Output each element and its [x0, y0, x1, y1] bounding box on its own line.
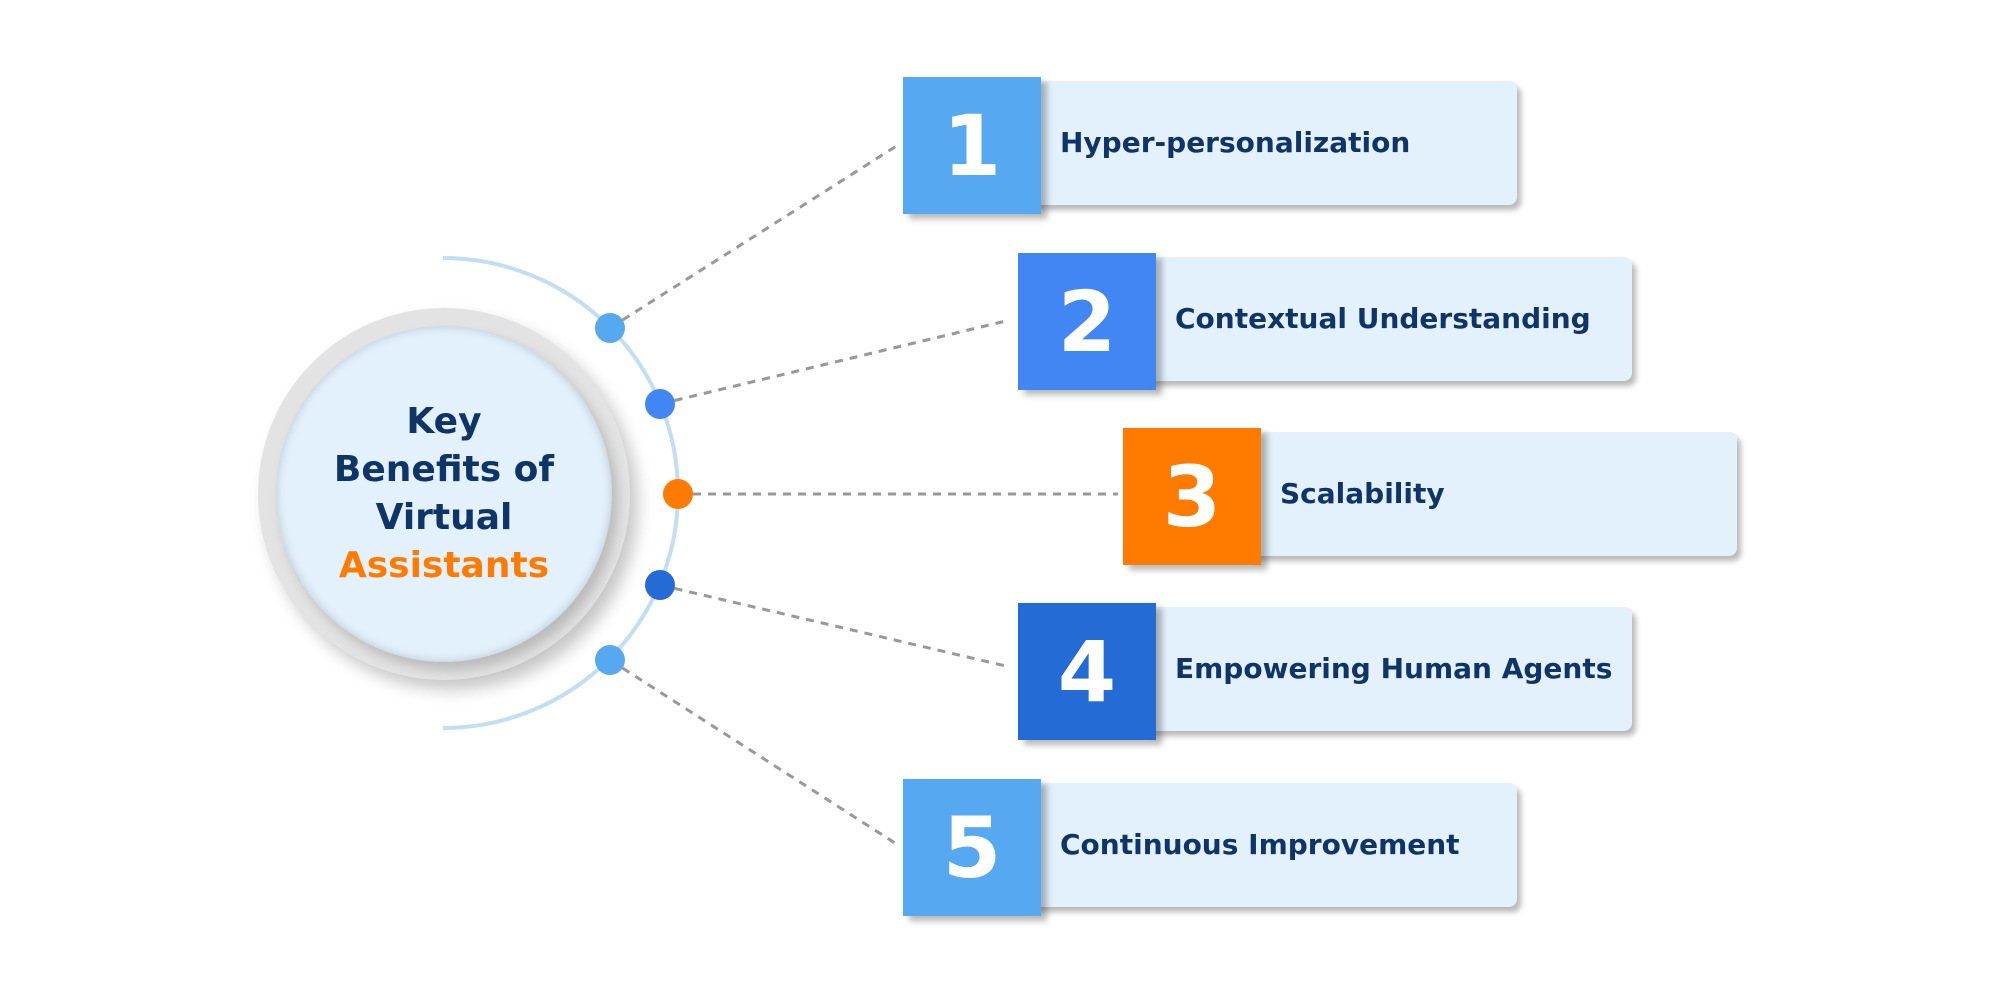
node-dot-3 [663, 479, 693, 509]
hub-title-accent: Assistants [338, 545, 550, 586]
number-badge-5: 5 [903, 779, 1041, 916]
hub-title-line-2: Benefits of [333, 449, 555, 490]
node-dot-2 [645, 389, 675, 419]
number-5: 5 [942, 798, 1002, 897]
hub-circle: Key Benefits of Virtual Assistants [276, 326, 612, 662]
hub-title-line-3: Virtual [375, 497, 513, 538]
number-1: 1 [942, 96, 1002, 195]
benefit-panel-4: Empowering Human Agents [1144, 607, 1632, 731]
node-dot-5 [595, 645, 625, 675]
connector-line-2 [659, 318, 1011, 406]
number-3: 3 [1162, 447, 1222, 546]
benefit-label-1: Hyper-personalization [1060, 126, 1411, 159]
benefit-panel-1: Hyper-personalization [1029, 81, 1517, 205]
node-dot-1 [595, 313, 625, 343]
benefit-panel-2: Contextual Understanding [1144, 257, 1632, 381]
connector-line-1 [609, 143, 899, 330]
connector-line-5 [609, 658, 899, 847]
benefit-panel-5: Continuous Improvement [1029, 783, 1517, 907]
number-2: 2 [1057, 272, 1117, 371]
number-badge-2: 2 [1018, 253, 1156, 390]
benefit-label-5: Continuous Improvement [1060, 828, 1460, 861]
hub-title-line-1: Key [406, 401, 482, 442]
number-badge-4: 4 [1018, 603, 1156, 740]
benefit-label-4: Empowering Human Agents [1175, 652, 1613, 685]
number-badge-3: 3 [1123, 428, 1261, 565]
number-4: 4 [1057, 622, 1117, 721]
number-badge-1: 1 [903, 77, 1041, 214]
benefit-panel-3: Scalability [1249, 432, 1737, 556]
benefit-label-2: Contextual Understanding [1175, 302, 1591, 335]
node-dot-4 [645, 570, 675, 600]
benefit-label-3: Scalability [1280, 477, 1445, 510]
connector-line-4 [659, 583, 1011, 669]
